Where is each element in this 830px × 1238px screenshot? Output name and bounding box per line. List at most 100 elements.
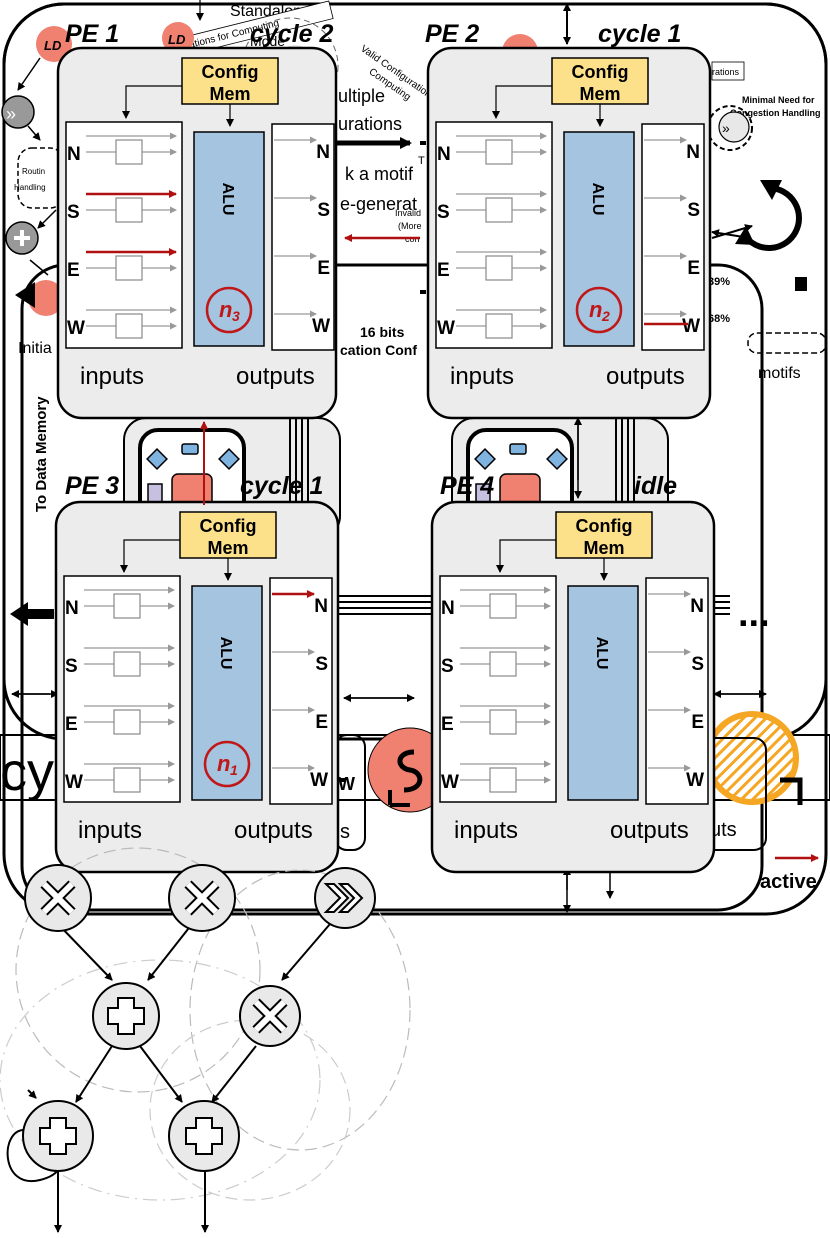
node-subscript: 2 xyxy=(601,308,610,324)
input-port-e: E xyxy=(437,260,450,281)
input-port-s: S xyxy=(65,656,78,677)
dfg-node-mul-1 xyxy=(24,864,92,932)
input-port-s: S xyxy=(67,202,80,223)
bus-pe4-right xyxy=(712,595,730,615)
bg-t: T xyxy=(418,155,425,167)
node-marker xyxy=(203,740,251,788)
input-port-w: W xyxy=(441,772,459,793)
alu-label: ALU xyxy=(217,637,234,670)
bg-routing: Routin xyxy=(22,167,45,176)
output-port-w: W xyxy=(312,316,330,337)
pe-2-title: PE 2 xyxy=(425,20,479,48)
outputs-label: outputs xyxy=(234,817,313,844)
config-mem-label: Config xyxy=(572,62,629,82)
bg-multiple: ultiple xyxy=(338,86,385,106)
config-mem-label: Mem xyxy=(579,84,620,104)
motifs-label: motifs xyxy=(758,365,801,382)
config-mem-label: Mem xyxy=(583,538,624,558)
pe-3-title: PE 3 xyxy=(65,472,119,500)
input-port-e: E xyxy=(67,260,80,281)
outputs-partial-left: s xyxy=(340,821,350,843)
outputs-label: outputs xyxy=(236,363,315,390)
output-port-w: W xyxy=(310,770,328,791)
output-port-s: S xyxy=(691,654,704,675)
input-port-n: N xyxy=(65,598,79,619)
pe-3-status: cycle 1 xyxy=(240,472,323,500)
bg-congestion: Congestion Handling xyxy=(730,108,821,118)
bg-pick-motif: k a motif xyxy=(345,164,414,184)
ellipsis: ... xyxy=(738,593,770,635)
output-port-w: W xyxy=(686,770,704,791)
pe-1-title: PE 1 xyxy=(65,20,119,48)
node-label: n xyxy=(589,297,602,322)
dfg-node-mul-2 xyxy=(168,864,236,932)
config-mem-label: Config xyxy=(202,62,259,82)
pe-4-title: PE 4 xyxy=(440,472,494,500)
output-port-n: N xyxy=(686,142,700,163)
input-port-e: E xyxy=(441,714,454,735)
output-port-w: W xyxy=(682,316,700,337)
output-port-s: S xyxy=(315,654,328,675)
node-label: n xyxy=(217,751,230,776)
bg-bits: 16 bits xyxy=(360,324,405,340)
inputs-label: inputs xyxy=(454,817,518,844)
config-mem-label: Mem xyxy=(207,538,248,558)
node-subscript: 1 xyxy=(230,762,238,778)
bg-handling: Handling xyxy=(14,183,46,192)
alu-label: ALU xyxy=(593,637,610,670)
ld-label-2: LD xyxy=(168,32,186,47)
svg-text:»: » xyxy=(6,104,16,124)
config-mem-label: Config xyxy=(200,516,257,536)
svg-text:»: » xyxy=(722,120,730,136)
node-marker xyxy=(205,286,253,334)
node-subscript: 3 xyxy=(232,308,240,324)
to-data-memory-label: To Data Memory xyxy=(33,396,50,512)
output-port-n: N xyxy=(690,596,704,617)
bg-square xyxy=(795,277,807,291)
output-port-n: N xyxy=(316,142,330,163)
bg-invalid: Invalid xyxy=(395,208,421,218)
bg-minimal-need: Minimal Need for xyxy=(742,95,815,105)
ld-circle-2 xyxy=(162,22,194,54)
input-port-n: N xyxy=(441,598,455,619)
bus-pe3-pe4 xyxy=(336,595,434,615)
pe-4-status: idle xyxy=(634,472,677,500)
output-port-s: S xyxy=(687,200,700,221)
input-port-n: N xyxy=(67,144,81,165)
outputs-label: outputs xyxy=(610,817,689,844)
node-label: n xyxy=(219,297,232,322)
bg-cation-conf: cation Conf xyxy=(340,342,417,358)
w-remnant: W xyxy=(338,774,355,794)
dfg-node-add-1 xyxy=(92,982,160,1050)
bg-pregenerated: e-generat xyxy=(340,194,417,214)
outputs-label: outputs xyxy=(606,363,685,390)
ld-label-1: LD xyxy=(44,38,62,53)
output-port-e: E xyxy=(687,258,700,279)
alu-label: ALU xyxy=(219,183,236,216)
pe-1-status: cycle 2 xyxy=(250,20,334,48)
pe-2-status: cycle 1 xyxy=(598,20,681,48)
input-port-s: S xyxy=(441,656,454,677)
dfg-node-add-3 xyxy=(168,1100,240,1172)
bg-more: (More xyxy=(398,221,422,231)
bg-configurations: urations xyxy=(338,114,402,134)
active-legend-label: active xyxy=(760,871,817,893)
left-big-arrow xyxy=(10,602,54,626)
ld-circle-1 xyxy=(36,26,72,62)
output-port-n: N xyxy=(314,596,328,617)
frame-3 xyxy=(20,263,764,912)
input-port-w: W xyxy=(67,318,85,339)
input-port-n: N xyxy=(437,144,451,165)
bg-rations: rations xyxy=(712,67,740,77)
cycle-arrows-icon xyxy=(742,185,802,251)
inputs-label: inputs xyxy=(450,363,514,390)
input-port-s: S xyxy=(437,202,450,223)
inputs-label: inputs xyxy=(80,363,144,390)
input-port-e: E xyxy=(65,714,78,735)
bg-pct1: 39% xyxy=(708,276,730,288)
